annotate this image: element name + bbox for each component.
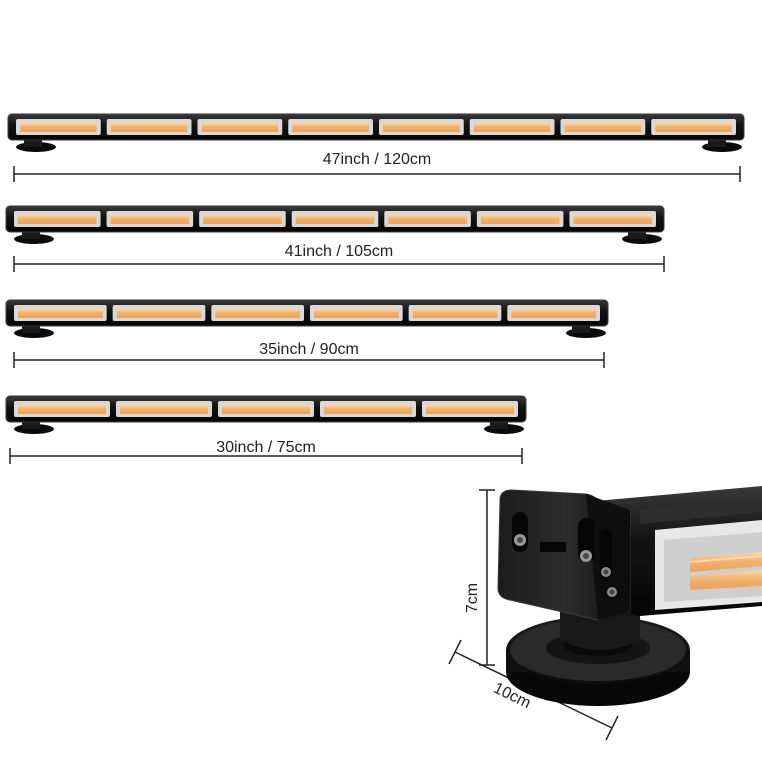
led-module — [384, 211, 471, 227]
bracket-end-plate — [497, 489, 631, 621]
length-label: 47inch / 120cm — [323, 151, 432, 168]
magnet-foot-right — [702, 138, 742, 152]
magnet-foot-right — [484, 420, 524, 434]
magnet-foot-left — [14, 230, 54, 244]
led-module — [106, 211, 194, 227]
magnet-foot-right — [622, 230, 662, 244]
led-module — [320, 401, 416, 417]
light-bar-4: 30inch / 75cm — [5, 395, 527, 464]
led-module — [291, 211, 379, 227]
light-bar-1: 47inch / 120cm — [7, 113, 745, 182]
length-dimension — [13, 352, 605, 368]
light-bar-2: 41inch / 105cm — [5, 205, 665, 272]
led-module — [14, 401, 110, 417]
height-label: 7cm — [464, 583, 481, 613]
length-dimension — [9, 448, 523, 464]
led-module — [116, 401, 212, 417]
length-label: 41inch / 105cm — [285, 243, 394, 260]
length-label: 35inch / 90cm — [259, 341, 359, 358]
led-module — [408, 305, 502, 321]
led-module — [469, 119, 555, 135]
length-label: 30inch / 75cm — [216, 439, 316, 456]
led-module — [560, 119, 646, 135]
width-dimension-tick-left — [448, 639, 462, 665]
led-module — [218, 401, 314, 417]
bar-housing — [7, 113, 745, 141]
length-dimension — [13, 256, 665, 272]
led-module — [507, 305, 600, 321]
light-bar-3: 35inch / 90cm — [5, 299, 609, 368]
led-module — [199, 211, 286, 227]
led-module — [422, 401, 518, 417]
magnet-foot-left — [16, 138, 56, 152]
led-module — [211, 305, 304, 321]
bracket-screws — [514, 534, 617, 597]
led-module — [476, 211, 564, 227]
led-module — [112, 305, 206, 321]
magnet-foot-left — [14, 324, 54, 338]
mounting-bracket-closeup: 7cm 10cm — [448, 486, 762, 741]
magnet-foot-left — [14, 420, 54, 434]
led-module — [16, 119, 101, 135]
led-module — [106, 119, 192, 135]
led-module — [288, 119, 373, 135]
magnet-foot-right — [566, 324, 606, 338]
led-module — [569, 211, 656, 227]
led-module — [14, 211, 101, 227]
led-module — [651, 119, 736, 135]
led-module — [379, 119, 464, 135]
led-module — [310, 305, 403, 321]
led-module — [197, 119, 283, 135]
width-dimension-tick-right — [605, 715, 619, 741]
length-dimension — [13, 166, 741, 182]
led-module — [14, 305, 107, 321]
